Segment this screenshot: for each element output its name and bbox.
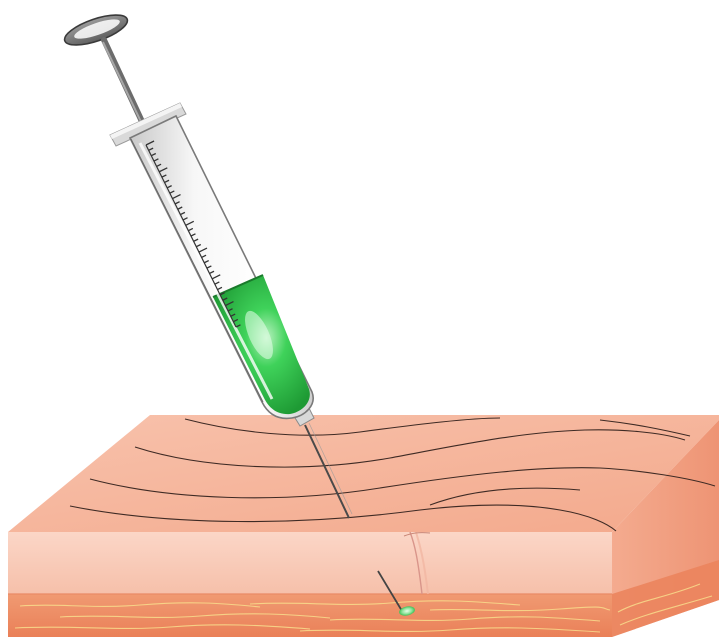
skin-top-surface	[8, 415, 719, 532]
plunger-rod	[104, 40, 145, 128]
skin-block	[8, 415, 719, 637]
skin-front-face	[8, 532, 612, 594]
